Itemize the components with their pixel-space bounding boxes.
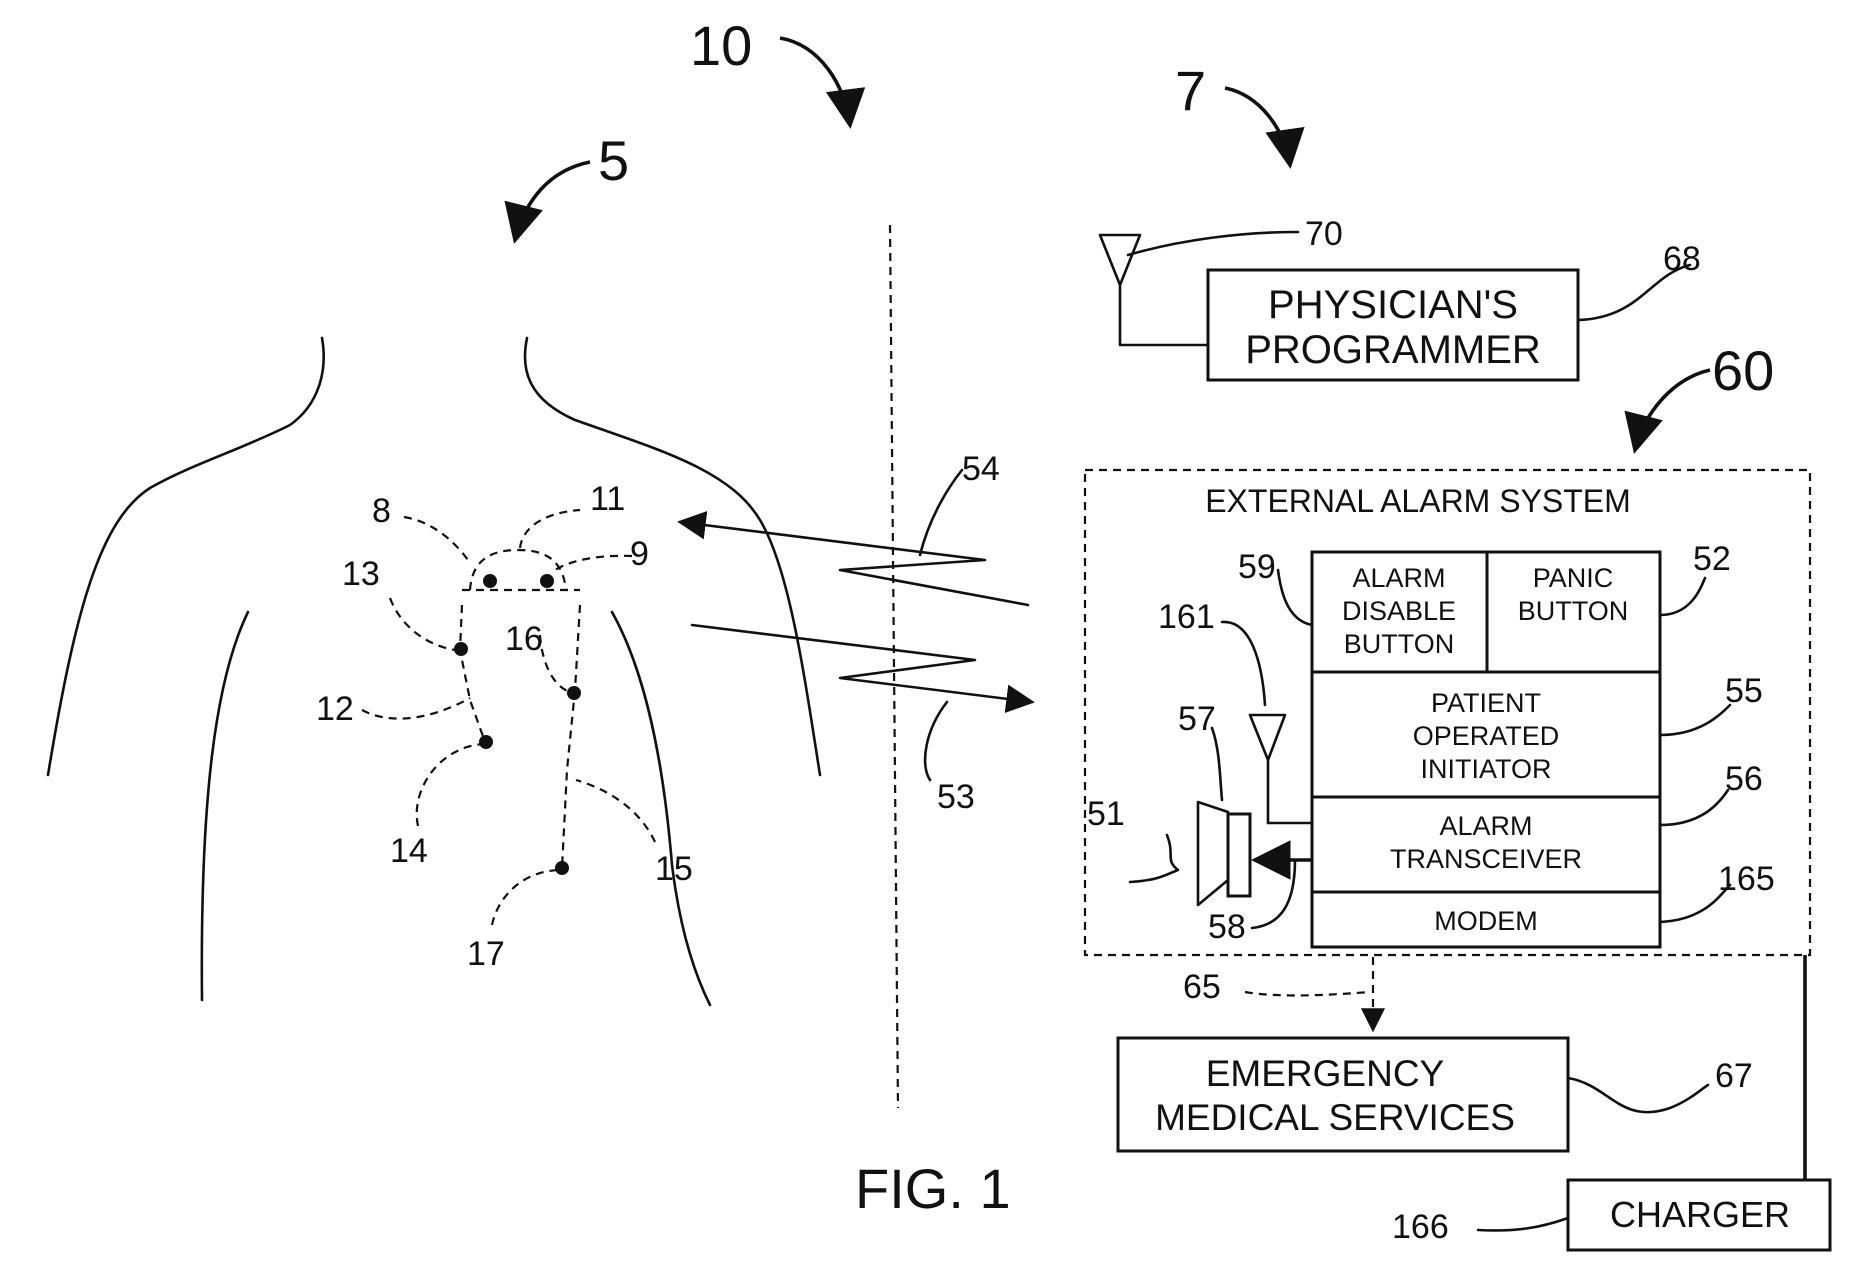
ref-53: 53 xyxy=(937,778,975,816)
speaker-icon xyxy=(1130,728,1312,928)
ems-line-1: EMERGENCY xyxy=(1206,1053,1444,1094)
alarm-antenna xyxy=(1222,622,1312,823)
panic-line-1: PANIC xyxy=(1533,563,1614,593)
ref-8: 8 xyxy=(372,492,391,530)
body-boundary-line xyxy=(890,225,898,1108)
ref-9: 9 xyxy=(630,535,649,573)
charger-label: CHARGER xyxy=(1610,1194,1790,1235)
ref-56: 56 xyxy=(1725,760,1763,798)
ref-52: 52 xyxy=(1693,540,1731,578)
ref-165: 165 xyxy=(1718,860,1775,898)
implant-device xyxy=(462,550,580,590)
ref-60: 60 xyxy=(1712,339,1774,402)
ref-11: 11 xyxy=(590,480,625,518)
alarm-disable-line-2: DISABLE xyxy=(1342,596,1456,626)
modem-label: MODEM xyxy=(1434,906,1538,936)
ref-12: 12 xyxy=(316,690,354,728)
ref-14: 14 xyxy=(390,832,428,870)
ref-70: 70 xyxy=(1305,215,1343,253)
ref-7: 7 xyxy=(1175,59,1206,122)
ref-15: 15 xyxy=(655,850,693,888)
alarm-disable-line-1: ALARM xyxy=(1352,563,1445,593)
programmer-line-1: PHYSICIAN'S xyxy=(1268,283,1518,327)
ref-54: 54 xyxy=(962,450,1000,488)
ref-161: 161 xyxy=(1158,598,1215,636)
ref-10: 10 xyxy=(690,14,752,77)
ref-5: 5 xyxy=(598,129,629,192)
ems-line-2: MEDICAL SERVICES xyxy=(1155,1097,1515,1138)
ref-68: 68 xyxy=(1663,240,1701,278)
ref-16: 16 xyxy=(505,620,543,658)
initiator-line-1: PATIENT xyxy=(1431,688,1541,718)
ref-57: 57 xyxy=(1178,700,1216,738)
initiator-line-3: INITIATOR xyxy=(1420,754,1551,784)
ref-58: 58 xyxy=(1208,908,1246,946)
transceiver-line-1: ALARM xyxy=(1439,811,1532,841)
ref-17: 17 xyxy=(467,935,505,973)
telemetry-links xyxy=(680,470,1032,780)
ref-13: 13 xyxy=(342,555,380,593)
pointer-arrows xyxy=(515,38,1710,450)
ref-55: 55 xyxy=(1725,672,1763,710)
ref-59: 59 xyxy=(1238,548,1276,586)
figure-label: FIG. 1 xyxy=(855,1157,1011,1220)
alarm-disable-line-3: BUTTON xyxy=(1344,629,1455,659)
ref-67: 67 xyxy=(1715,1057,1753,1095)
transceiver-line-2: TRANSCEIVER xyxy=(1390,844,1582,874)
ref-65: 65 xyxy=(1183,968,1221,1006)
external-alarm-system-title: EXTERNAL ALARM SYSTEM xyxy=(1205,483,1631,519)
initiator-line-2: OPERATED xyxy=(1413,721,1560,751)
programmer-line-2: PROGRAMMER xyxy=(1245,328,1541,372)
ref-51: 51 xyxy=(1087,795,1125,833)
ref-166: 166 xyxy=(1392,1208,1449,1246)
panic-line-2: BUTTON xyxy=(1518,596,1629,626)
torso-outline xyxy=(48,338,820,1005)
